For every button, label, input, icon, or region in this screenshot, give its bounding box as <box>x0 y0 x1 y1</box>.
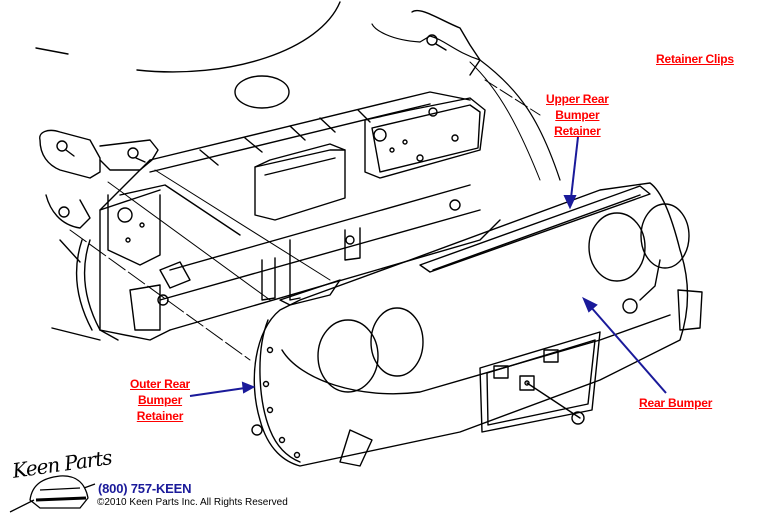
label-line: Bumper <box>555 108 600 122</box>
copyright-text: ©2010 Keen Parts Inc. All Rights Reserve… <box>97 497 288 508</box>
phone-number: (800) 757-KEEN <box>98 481 192 496</box>
body-panel-outline <box>35 1 561 181</box>
callout-arrows <box>189 136 667 397</box>
arrow-rear-bumper <box>582 296 667 394</box>
label-retainer-clips[interactable]: Retainer Clips <box>656 52 734 66</box>
label-line: Retainer <box>554 124 601 138</box>
outer-retainer-art <box>51 239 119 341</box>
label-rear-bumper[interactable]: Rear Bumper <box>639 396 713 410</box>
retainer-clips-art <box>39 9 541 361</box>
arrow-upper-retainer <box>563 136 579 210</box>
label-line: Bumper <box>137 393 183 407</box>
rear-frame <box>99 91 501 341</box>
rear-bumper-art <box>251 182 703 467</box>
label-line: Upper Rear <box>546 92 609 106</box>
label-line: Retainer <box>136 409 184 423</box>
label-line: Outer Rear <box>130 377 191 391</box>
arrow-outer-retainer <box>189 381 256 397</box>
label-upper-rear-bumper-retainer[interactable]: Upper Rear Bumper Retainer <box>546 91 609 139</box>
keen-parts-logo-car <box>9 475 96 513</box>
label-outer-rear-bumper-retainer[interactable]: Outer Rear Bumper Retainer <box>130 376 190 424</box>
